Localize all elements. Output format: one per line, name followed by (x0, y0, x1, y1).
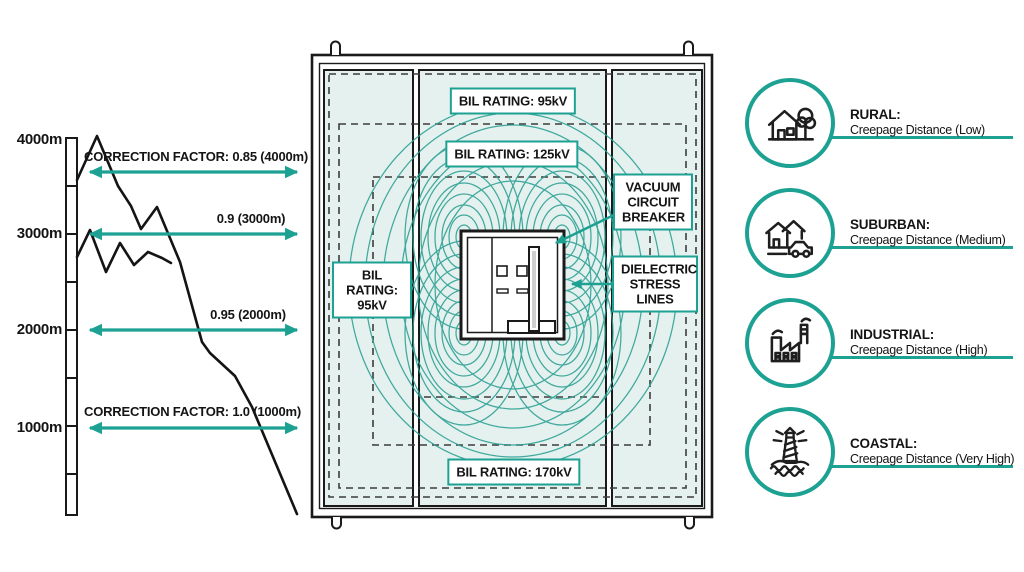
coastal-badge (745, 407, 835, 497)
coastal-subtitle: Creepage Distance (Very High) (850, 452, 1015, 466)
industrial-label: INDUSTRIAL: Creepage Distance (High) (850, 327, 988, 358)
suburban-subtitle: Creepage Distance (Medium) (850, 233, 1006, 247)
bil-rating-top: BIL RATING: 95kV (449, 87, 577, 115)
industrial-underline (831, 356, 1013, 359)
correction-factor-3000m: 0.9 (3000m) (216, 211, 286, 226)
axis-label-2000m: 2000m (16, 321, 63, 338)
foot-left (331, 517, 342, 530)
coastal-label: COASTAL: Creepage Distance (Very High) (850, 436, 1015, 467)
suburban-title: SUBURBAN: (850, 217, 930, 232)
breaker-vent-2 (516, 288, 529, 294)
callout-dielectric-stress-lines: DIELECTRIC STRESS LINES (612, 255, 698, 313)
axis-label-3000m: 3000m (16, 225, 63, 242)
breaker-pole-core (532, 251, 536, 328)
axis-label-4000m: 4000m (16, 131, 63, 148)
altitude-scale-bar (65, 137, 78, 516)
breaker-window-2 (516, 265, 528, 277)
houses-car-icon (765, 219, 814, 259)
suburban-label: SUBURBAN: Creepage Distance (Medium) (850, 217, 1006, 248)
bil-rating-bottom: BIL RATING: 170kV (447, 458, 581, 486)
coastal-title: COASTAL: (850, 436, 918, 451)
correction-factor-2000m: 0.95 (2000m) (210, 307, 286, 322)
industrial-badge (745, 298, 835, 388)
lighthouse-icon (769, 426, 810, 477)
industrial-title: INDUSTRIAL: (850, 327, 935, 342)
lifting-tab-right (683, 40, 694, 55)
foot-right (684, 517, 695, 530)
bil-rating-left: BIL RATING: 95kV (332, 261, 412, 319)
rural-badge (745, 78, 835, 168)
industrial-subtitle: Creepage Distance (High) (850, 343, 988, 357)
suburban-badge (745, 188, 835, 278)
callout-arrows (554, 211, 619, 290)
lifting-tab-left (330, 40, 341, 55)
correction-factor-1000m: CORRECTION FACTOR: 1.0 (1000m) (84, 404, 301, 419)
suburban-underline (831, 246, 1013, 249)
vacuum-circuit-breaker (459, 229, 566, 341)
breaker-vent-1 (496, 288, 509, 294)
bil-rating-middle: BIL RATING: 125kV (445, 140, 579, 168)
rural-subtitle: Creepage Distance (Low) (850, 123, 985, 137)
house-tree-icon (767, 107, 817, 141)
callout-vacuum-circuit-breaker: VACUUM CIRCUIT BREAKER (613, 173, 693, 231)
breaker-window-1 (496, 265, 508, 277)
correction-factor-4000m: CORRECTION FACTOR: 0.85 (4000m) (84, 149, 308, 164)
coastal-underline (831, 465, 1013, 468)
correction-arrows (88, 165, 299, 435)
rural-label: RURAL: Creepage Distance (Low) (850, 107, 985, 138)
rural-underline (831, 136, 1013, 139)
rural-title: RURAL: (850, 107, 901, 122)
axis-label-1000m: 1000m (16, 419, 63, 436)
factory-icon (770, 317, 812, 363)
mountain-profile (75, 134, 299, 516)
